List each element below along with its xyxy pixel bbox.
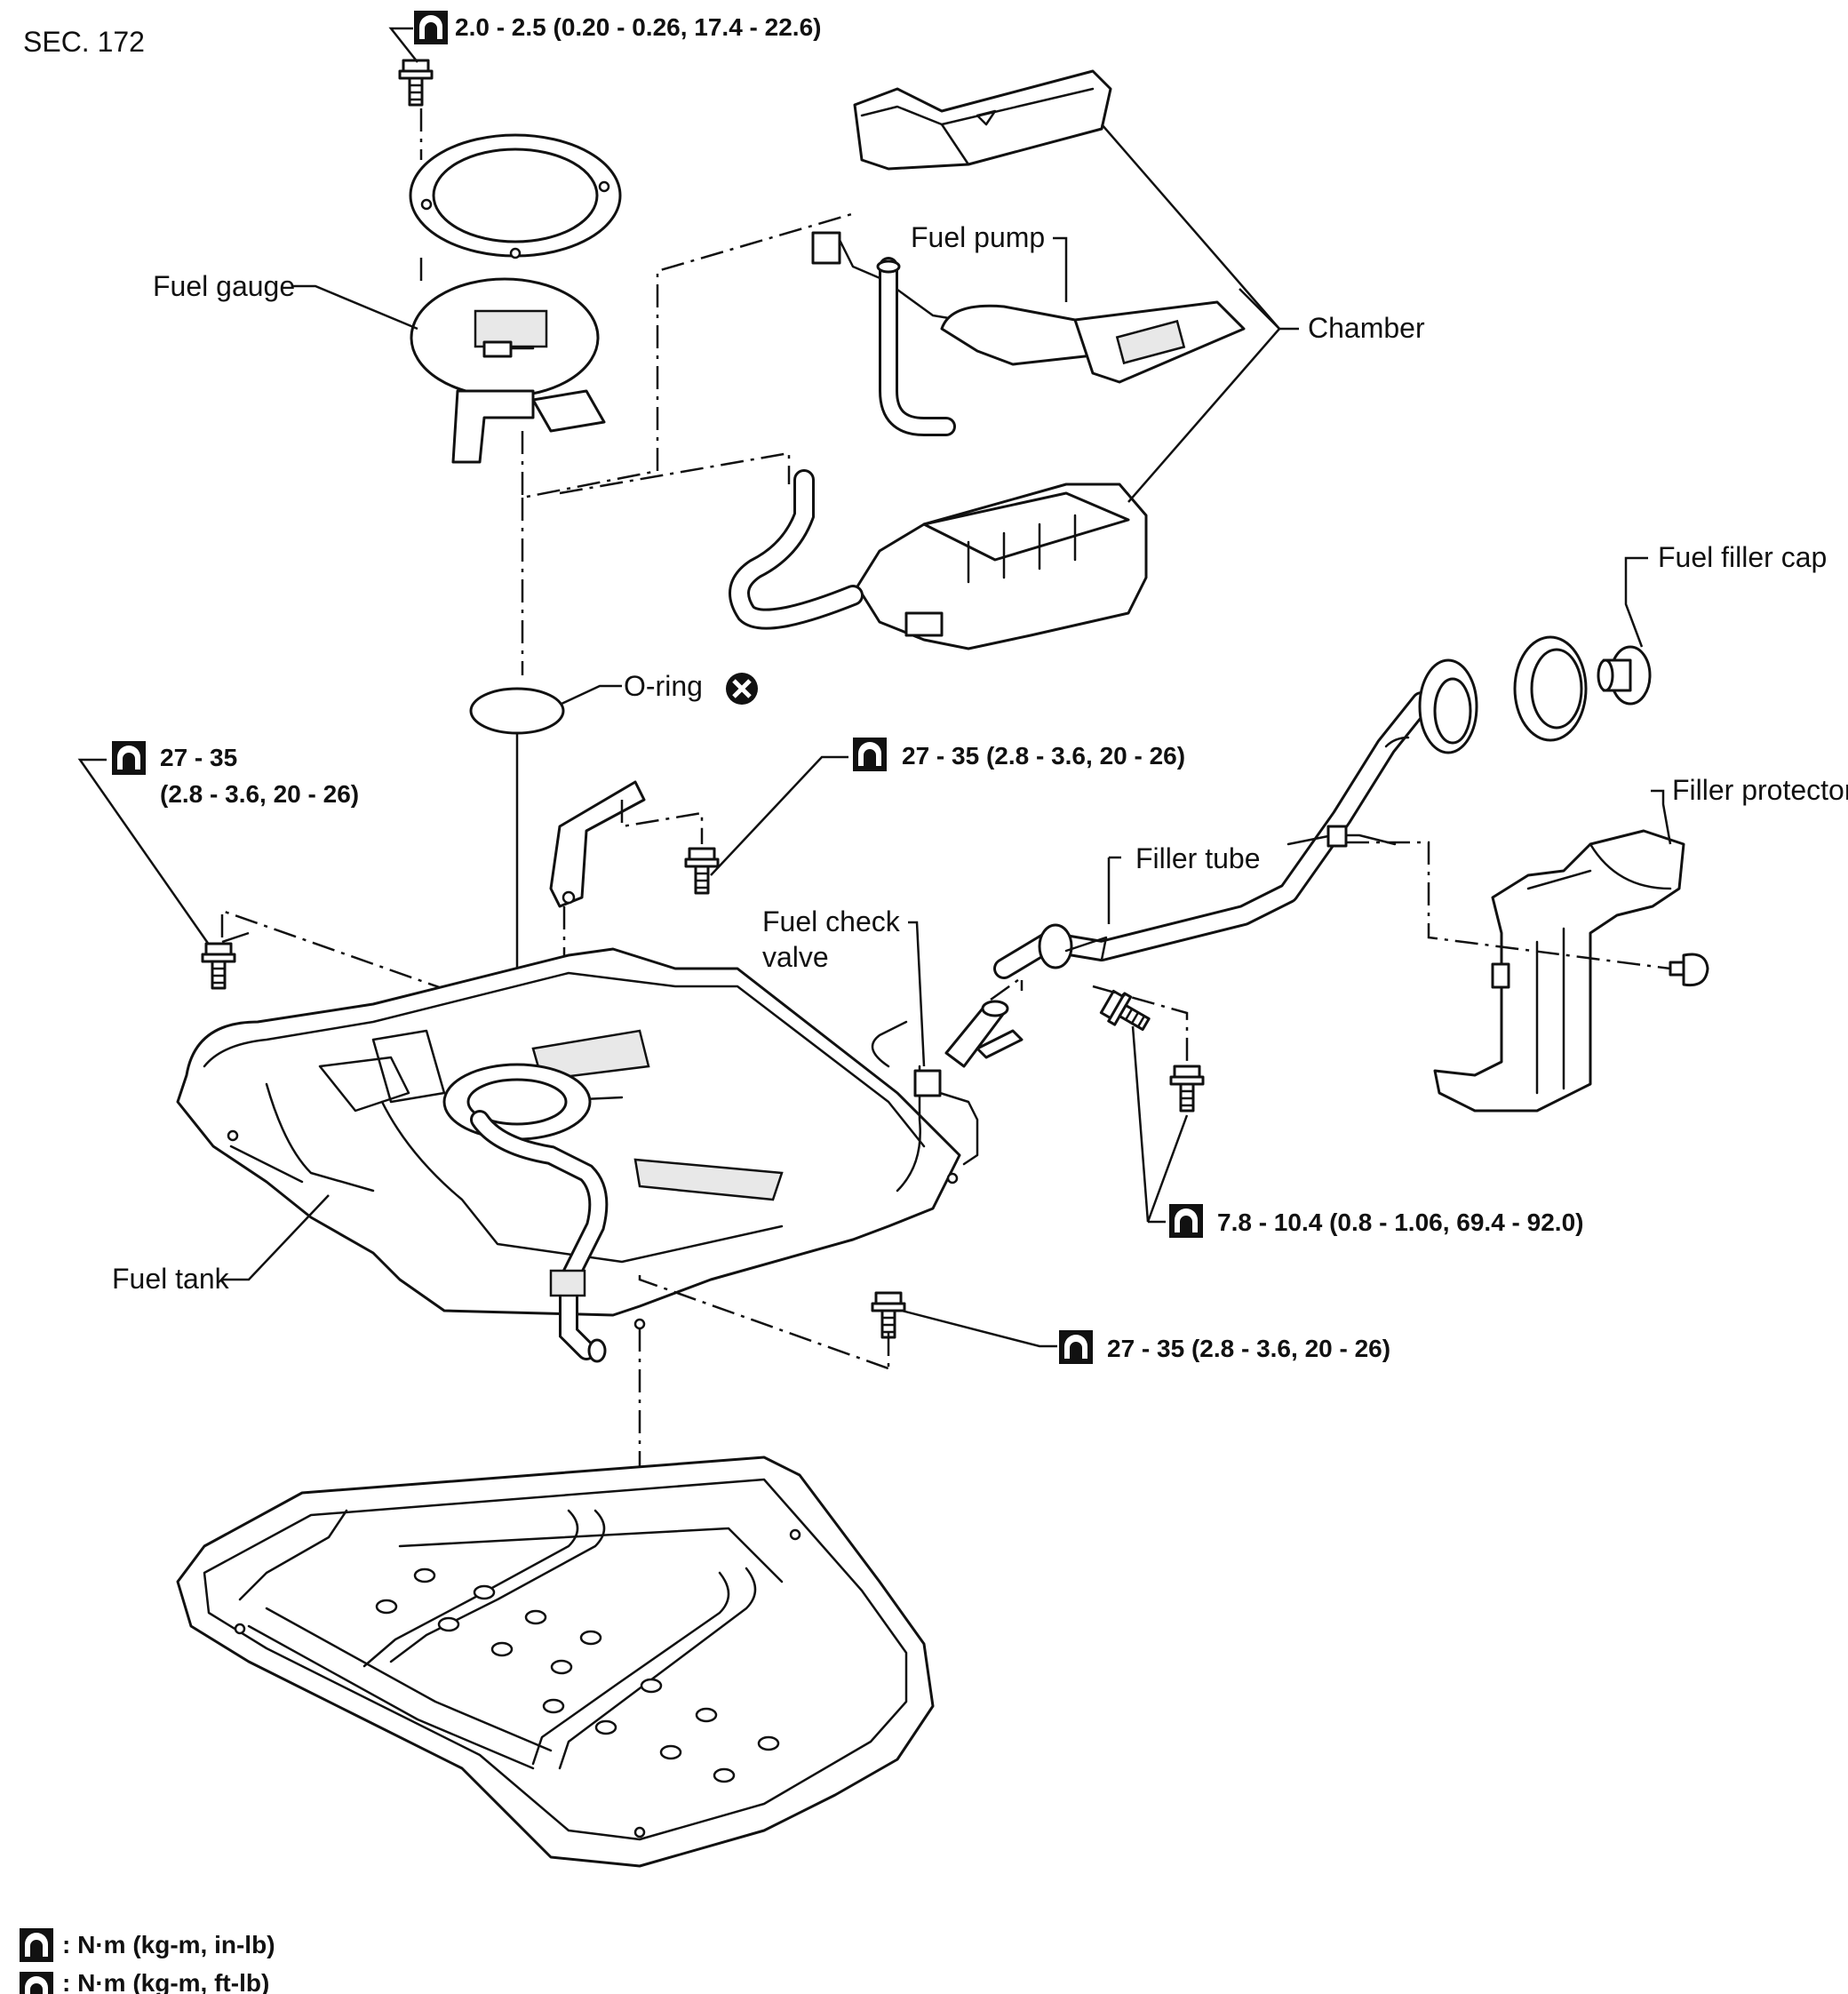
tank-bolt-left <box>201 942 236 990</box>
label-o-ring: O-ring <box>624 670 703 702</box>
filler-protector <box>1433 829 1685 1113</box>
chamber-body <box>856 483 1148 650</box>
label-fuel-check-valve-1: Fuel check <box>762 905 901 937</box>
fuel-check-valve <box>871 1020 979 1192</box>
chamber-cover <box>853 69 1112 171</box>
label-filler-protector: Filler protector <box>1672 774 1848 806</box>
tank-bracket <box>549 780 646 908</box>
bracket-bolt <box>684 847 720 895</box>
gauge-retainer-ring <box>409 133 622 259</box>
label-fuel-tank: Fuel tank <box>112 1263 230 1295</box>
torque-wrench-solid-icon <box>414 11 448 44</box>
filler-gasket-ring <box>1513 635 1588 742</box>
filler-tube-bolt-1 <box>1097 986 1156 1040</box>
label-fuel-check-valve-2: valve <box>762 941 829 973</box>
section-number: SEC. 172 <box>23 26 145 58</box>
gauge-bolt <box>398 59 434 107</box>
fuel-pump <box>811 231 1246 436</box>
torque-wrench-outline-icon <box>853 738 887 771</box>
filler-tube <box>993 658 1478 979</box>
legend-outline-wrench: : N·m (kg-m, ft-lb) <box>62 1969 269 1994</box>
legend-outline-wrench-icon <box>20 1972 53 1994</box>
label-fuel-filler-cap: Fuel filler cap <box>1658 541 1827 573</box>
torque-wrench-solid-icon <box>1169 1204 1203 1238</box>
torque-gauge-bolt: 2.0 - 2.5 (0.20 - 0.26, 17.4 - 22.6) <box>455 13 821 41</box>
torque-tank-bracket: 27 - 35 (2.8 - 3.6, 20 - 26) <box>902 742 1185 770</box>
legend-solid-wrench-icon <box>20 1928 53 1962</box>
fuel-tank <box>176 947 961 1363</box>
label-fuel-gauge: Fuel gauge <box>153 270 295 302</box>
fuel-gauge-unit <box>410 277 606 464</box>
label-filler-tube: Filler tube <box>1135 842 1261 874</box>
filler-tube-bolt-2 <box>1169 1065 1205 1113</box>
torque-tank-left-1: 27 - 35 <box>160 744 237 771</box>
tank-bolt-right <box>871 1291 906 1339</box>
legend-solid-wrench: : N·m (kg-m, in-lb) <box>62 1931 275 1958</box>
x-circle-icon <box>726 673 758 705</box>
torque-tank-right: 27 - 35 (2.8 - 3.6, 20 - 26) <box>1107 1335 1390 1362</box>
torque-tank-left-2: (2.8 - 3.6, 20 - 26) <box>160 780 359 808</box>
label-fuel-pump: Fuel pump <box>911 221 1045 253</box>
protector-clip <box>1669 953 1709 987</box>
o-ring <box>469 687 565 735</box>
torque-wrench-outline-icon <box>1059 1330 1093 1364</box>
label-chamber: Chamber <box>1308 312 1425 344</box>
torque-filler-tube-bolts: 7.8 - 10.4 (0.8 - 1.06, 69.4 - 92.0) <box>1217 1208 1583 1236</box>
fuel-filler-cap <box>1597 645 1652 706</box>
shield-holes <box>375 1567 780 1783</box>
filler-hose <box>944 975 1024 1068</box>
torque-wrench-outline-icon <box>112 741 146 775</box>
